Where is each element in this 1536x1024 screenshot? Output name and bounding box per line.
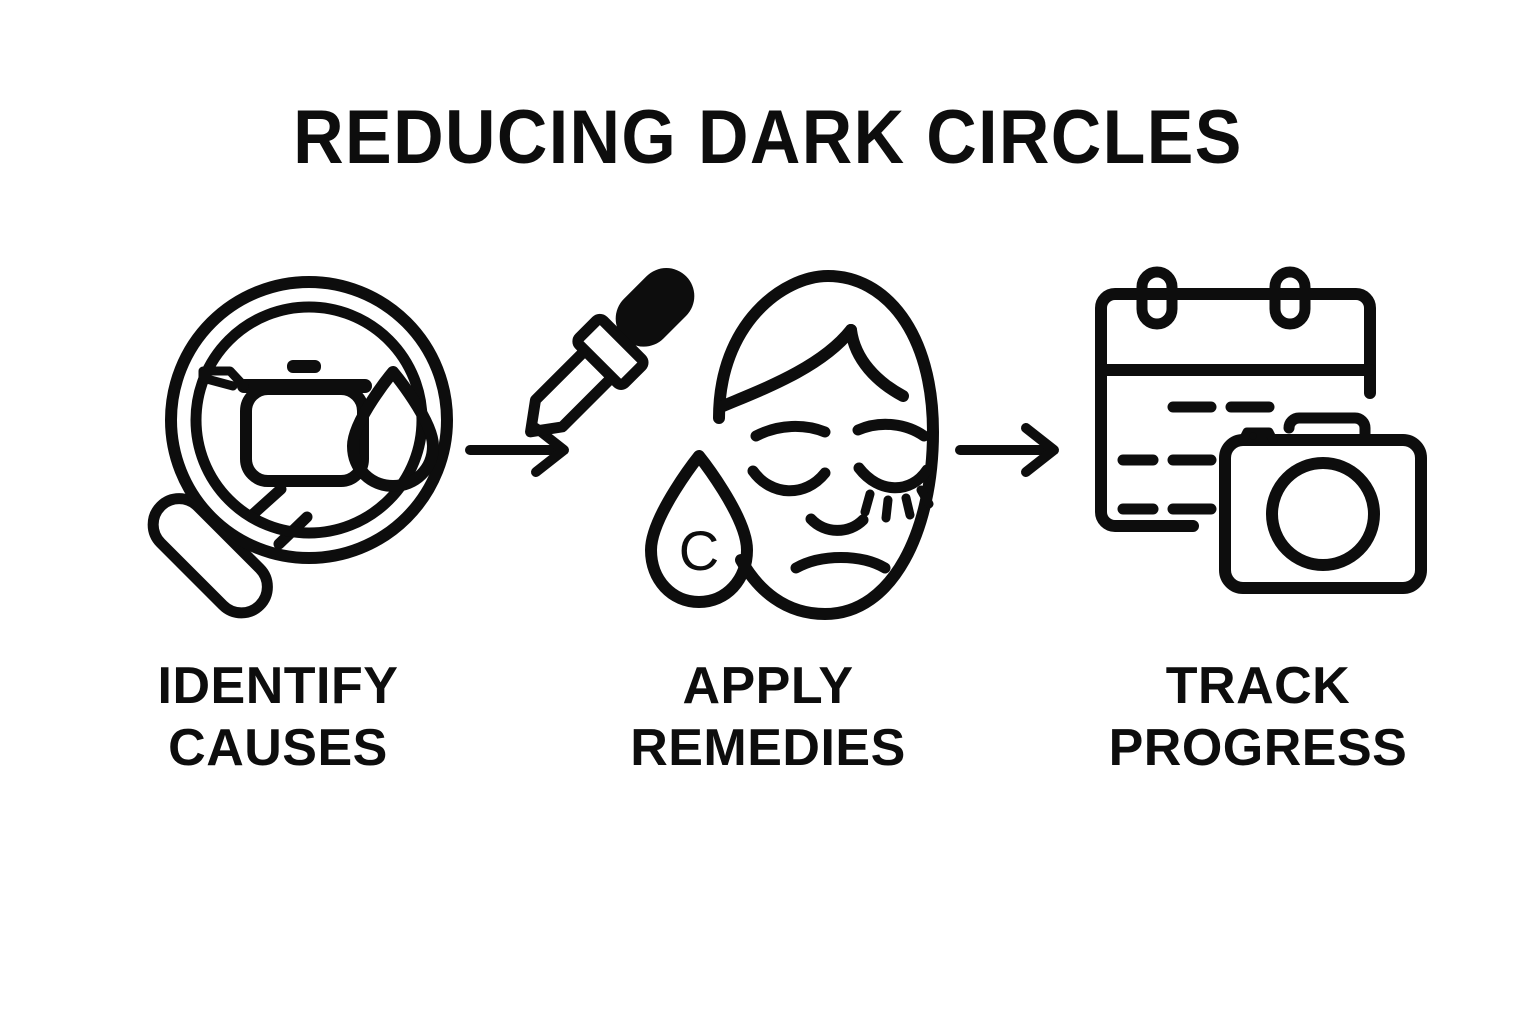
arrow-2-icon bbox=[948, 255, 1078, 645]
step-identify-causes: IDENTIFY CAUSES bbox=[98, 255, 458, 779]
step-track-progress: TRACK PROGRESS bbox=[1078, 255, 1438, 779]
step-label-line2: REMEDIES bbox=[630, 719, 906, 777]
step-label-line2: PROGRESS bbox=[1108, 719, 1408, 777]
steps-row: IDENTIFY CAUSES bbox=[0, 255, 1536, 855]
face-dropper-serum-icon: C bbox=[525, 255, 948, 645]
step-label-line1: IDENTIFY bbox=[157, 657, 399, 715]
step-label-line1: TRACK bbox=[1165, 657, 1351, 715]
calendar-camera-icon bbox=[1078, 255, 1438, 645]
droplet-letter-c: C bbox=[679, 519, 719, 582]
step-apply-remedies: C APPLY REMEDIES bbox=[525, 255, 948, 779]
step-label-track-progress: TRACK PROGRESS bbox=[1109, 655, 1408, 779]
step-label-line2: CAUSES bbox=[168, 719, 388, 777]
arrow-1-icon bbox=[458, 255, 588, 645]
step-label-identify-causes: IDENTIFY CAUSES bbox=[158, 655, 399, 779]
step-label-line1: APPLY bbox=[682, 657, 854, 715]
magnifier-pot-droplet-icon bbox=[98, 255, 458, 645]
step-label-apply-remedies: APPLY REMEDIES bbox=[630, 655, 906, 779]
page-title: REDUCING DARK CIRCLES bbox=[293, 95, 1243, 180]
